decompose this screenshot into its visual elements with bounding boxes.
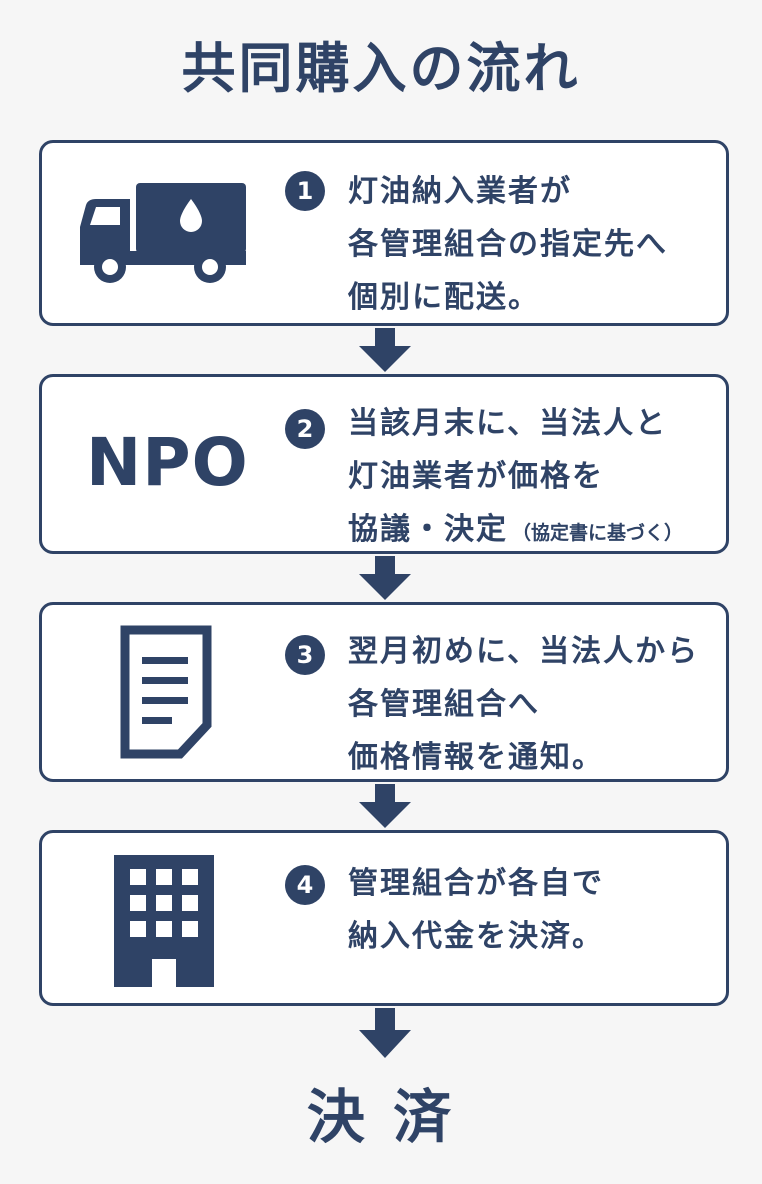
step-2-line-3: 協議・決定（協定書に基づく） xyxy=(348,503,720,560)
step-4-line-2: 納入代金を決済。 xyxy=(348,919,604,954)
step-1-description: 灯油納入業者が 各管理組合の指定先へ 個別に配送。 xyxy=(348,165,720,324)
npo-label: NPO xyxy=(86,424,249,501)
step-4-card: 4 管理組合が各自で 納入代金を決済。 xyxy=(39,830,729,1006)
arrow-down-icon-1 xyxy=(359,328,411,372)
step-1-number-badge: 1 xyxy=(285,171,325,211)
tanker-truck-icon xyxy=(80,183,246,283)
document-icon xyxy=(120,625,212,759)
building-icon xyxy=(114,855,214,987)
step-2-note: （協定書に基づく） xyxy=(512,522,684,544)
arrow-down-icon-3 xyxy=(359,784,411,828)
page-title: 共同購入の流れ xyxy=(181,37,581,100)
step-1-line-2: 各管理組合の指定先へ xyxy=(348,227,668,262)
step-4-description: 管理組合が各自で 納入代金を決済。 xyxy=(348,857,720,963)
step-1-line-3: 個別に配送。 xyxy=(348,280,540,315)
step-3-line-2: 各管理組合へ xyxy=(348,687,540,722)
step-2-card: NPO 2 当該月末に、当法人と 灯油業者が価格を 協議・決定（協定書に基づく） xyxy=(39,374,729,554)
step-3-card: 3 翌月初めに、当法人から 各管理組合へ 価格情報を通知。 xyxy=(39,602,729,782)
step-4-line-1: 管理組合が各自で xyxy=(348,866,604,901)
arrow-down-icon-2 xyxy=(359,556,411,600)
step-2-line-1: 当該月末に、当法人と xyxy=(348,406,668,441)
step-3-line-1: 翌月初めに、当法人から xyxy=(348,634,700,669)
step-2-number-badge: 2 xyxy=(285,409,325,449)
step-2-description: 当該月末に、当法人と 灯油業者が価格を 協議・決定（協定書に基づく） xyxy=(348,397,720,560)
step-3-description: 翌月初めに、当法人から 各管理組合へ 価格情報を通知。 xyxy=(348,625,720,784)
step-2-line-2: 灯油業者が価格を xyxy=(348,459,604,494)
step-4-number-badge: 4 xyxy=(285,865,325,905)
final-settlement-label: 決 済 xyxy=(306,1083,456,1151)
arrow-down-icon-4 xyxy=(359,1008,411,1058)
step-3-line-3: 価格情報を通知。 xyxy=(348,740,604,775)
step-3-number-badge: 3 xyxy=(285,635,325,675)
step-1-line-1: 灯油納入業者が xyxy=(348,174,572,209)
step-2-line-3-text: 協議・決定 xyxy=(348,512,508,547)
step-1-card: 1 灯油納入業者が 各管理組合の指定先へ 個別に配送。 xyxy=(39,140,729,326)
